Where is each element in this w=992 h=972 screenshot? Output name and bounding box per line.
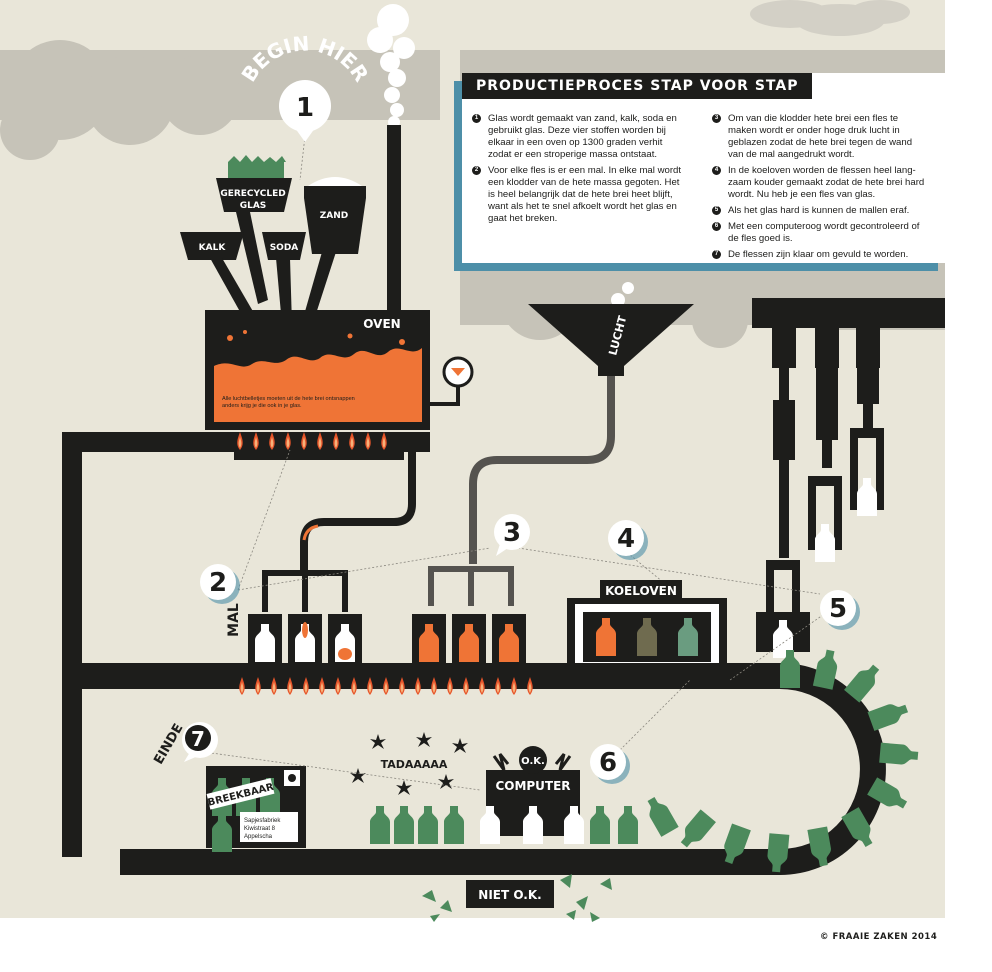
label-ok: O.K. [521, 756, 545, 767]
label-koeloven: KOELOVEN [605, 584, 677, 598]
label-mal: MAL [226, 603, 242, 637]
label-niet-ok: NIET O.K. [478, 888, 541, 902]
marker-4-number: 4 [617, 524, 635, 554]
gripper-rail [752, 298, 945, 658]
step-bullet: 7 [712, 250, 721, 259]
info-box-title: PRODUCTIEPROCES STAP VOOR STAP [462, 73, 813, 99]
label-zand: ZAND [320, 211, 349, 221]
hopper-gerecycled-glas [216, 155, 292, 304]
copyright: © FRAAIE ZAKEN 2014 [820, 932, 938, 942]
cooling-oven [567, 598, 727, 670]
hopper-soda [262, 232, 306, 325]
marker-3-number: 3 [503, 518, 521, 548]
label-soda: SODA [270, 243, 299, 253]
step-text: Met een computeroog wordt gecontroleerd … [728, 221, 920, 244]
hopper-kalk [180, 232, 258, 326]
step-text: De flessen zijn klaar om gevuld te worde… [728, 249, 909, 260]
address-line-2: Kiwistraat 8 [244, 826, 276, 832]
step-text: Voor elke fles is er een mal. In elke ma… [488, 165, 682, 224]
step-bullet: 3 [712, 114, 721, 123]
info-step: 4 In de koeloven worden de flessen heel l… [712, 165, 926, 201]
info-step: 6 Met een computeroog wordt gecontroleerd… [712, 221, 926, 245]
label-glas: GLAS [240, 201, 267, 211]
step-text: In de koeloven worden de flessen heel la… [728, 165, 925, 200]
info-step: 3 Om van die klodder hete brei een fles t… [712, 113, 926, 161]
step-bullet: 4 [712, 166, 721, 175]
step-bullet: 1 [472, 114, 481, 123]
info-step: 5 Als het glas hard is kunnen de mallen e… [712, 205, 926, 217]
marker-1: 1 [279, 80, 331, 142]
marker-5: 5 [820, 590, 860, 630]
left-pillar [62, 432, 82, 857]
guide-lines [203, 135, 831, 791]
address-line-1: Sapjesfabriek [244, 818, 281, 824]
cloud-top [750, 0, 910, 36]
oven [205, 310, 474, 430]
broken-glass [422, 874, 612, 922]
info-step: 7 De flessen zijn klaar om gevuld te word… [712, 249, 926, 261]
step-text: Om van die klodder hete brei een fles te… [728, 113, 913, 160]
step-text: Glas wordt gemaakt van zand, kalk, soda … [488, 113, 677, 160]
oven-note: Alle luchtbelletjes moeten uit de hete b… [222, 396, 355, 409]
address-line-3: Appelscha [244, 834, 273, 840]
label-tadaaaaa: TADAAAAA [381, 758, 448, 771]
marker-6: 6 [590, 744, 630, 784]
label-kalk: KALK [199, 243, 227, 253]
info-column-right: 3 Om van die klodder hete brei een fles t… [712, 113, 926, 265]
marker-1-number: 1 [296, 93, 314, 123]
label-oven: OVEN [363, 317, 400, 331]
molds [248, 614, 362, 666]
info-column-left: 1 Glas wordt gemaakt van zand, kalk, soda… [472, 113, 686, 229]
chimney [387, 125, 401, 325]
step-bullet: 6 [712, 222, 721, 231]
marker-5-number: 5 [829, 594, 847, 624]
info-step: 2 Voor elke fles is er een mal. In elke m… [472, 165, 686, 225]
marker-2: 2 [200, 564, 240, 604]
marker-4: 4 [608, 520, 648, 560]
cloud-left [0, 40, 440, 160]
marker-2-number: 2 [209, 568, 227, 598]
chimney-smoke [367, 4, 415, 128]
info-step: 1 Glas wordt gemaakt van zand, kalk, soda… [472, 113, 686, 161]
label-gerecycled: GERECYCLED [220, 189, 285, 199]
air-funnel [469, 304, 694, 564]
breekbaar-box [206, 766, 306, 852]
blow-fork [412, 566, 526, 666]
label-computer: COMPUTER [495, 779, 570, 793]
computer-checker [480, 746, 584, 844]
oven-platform [62, 432, 430, 452]
step-bullet: 5 [712, 206, 721, 215]
marker-6-number: 6 [599, 748, 617, 778]
hopper-zand [302, 177, 366, 326]
mold-fork [262, 570, 348, 612]
step-text: Als het glas hard is kunnen de mallen er… [728, 205, 910, 216]
marker-7-number: 7 [191, 727, 205, 751]
marker-7: 7 [182, 722, 218, 762]
step-bullet: 2 [472, 166, 481, 175]
marker-3: 3 [494, 514, 530, 556]
info-box: PRODUCTIEPROCES STAP VOOR STAP 1 Glas wor… [462, 73, 946, 263]
